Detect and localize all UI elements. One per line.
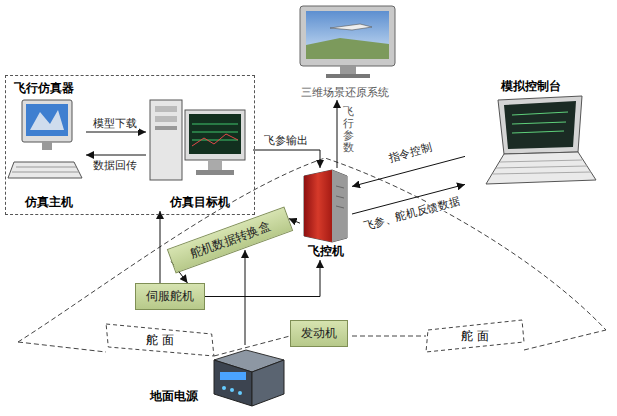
- scene-system: 三维场景还原系统: [275, 5, 415, 100]
- flight-computer: 飞控机: [300, 168, 352, 260]
- engine-box: 发动机: [290, 320, 348, 347]
- connector: [86, 132, 146, 133]
- simulator-group: 飞行仿真器仿真主机 仿真目标机: [5, 75, 255, 215]
- connector: [160, 211, 161, 283]
- node-label: 飞行仿真器: [14, 80, 74, 97]
- node-label: 三维场景还原系统: [301, 85, 389, 100]
- connector: [352, 156, 465, 186]
- node-label: 模拟控制台: [501, 78, 561, 95]
- node-label: 发动机: [301, 325, 337, 342]
- host-pc-icon: [8, 100, 82, 178]
- connector: [337, 100, 338, 168]
- edge-label: 飞参输出: [262, 134, 310, 147]
- node-label: 舵 面: [461, 328, 489, 345]
- control-console: 模拟控制台: [465, 78, 597, 190]
- connector: [205, 260, 320, 297]
- flight-computer-icon: [304, 170, 347, 242]
- servo-box: 伺服舵机: [135, 283, 205, 310]
- target-computer: 仿真目标机: [146, 96, 253, 211]
- connector: [245, 250, 246, 345]
- surface-shape: [106, 324, 214, 356]
- control-surface: 舵 面: [105, 322, 215, 358]
- edge-label: 飞参、舵机反馈数据: [360, 194, 463, 233]
- edge-label: 飞行参数: [343, 106, 354, 154]
- connector: [253, 150, 320, 168]
- target-machine-icon: [150, 100, 245, 180]
- edge-label: 数据回传: [91, 159, 139, 172]
- control-surface: 舵 面: [425, 318, 525, 354]
- node-label: 伺服舵机: [146, 288, 194, 305]
- surface-shape: [426, 320, 524, 352]
- converter-box: 舵机数据转换盒: [167, 206, 293, 273]
- node-label: 仿真目标机: [170, 194, 230, 211]
- connector: [86, 155, 146, 156]
- edge-label: 指令控制: [385, 140, 435, 165]
- node-label: 舵 面: [146, 332, 174, 349]
- edge-label: 模型下载: [91, 117, 139, 130]
- power-unit-icon: [214, 350, 284, 406]
- laptop-icon: [486, 96, 596, 184]
- ground-power: 地面电源: [150, 345, 290, 413]
- node-label: 仿真主机: [25, 194, 73, 211]
- scene-monitor-icon: [300, 6, 395, 78]
- aircraft-outline: [18, 158, 606, 356]
- host-computer: 仿真主机: [11, 101, 86, 211]
- node-label: 飞控机: [308, 243, 344, 260]
- node-label: 地面电源: [150, 388, 198, 405]
- node-label: 舵机数据转换盒: [168, 208, 292, 273]
